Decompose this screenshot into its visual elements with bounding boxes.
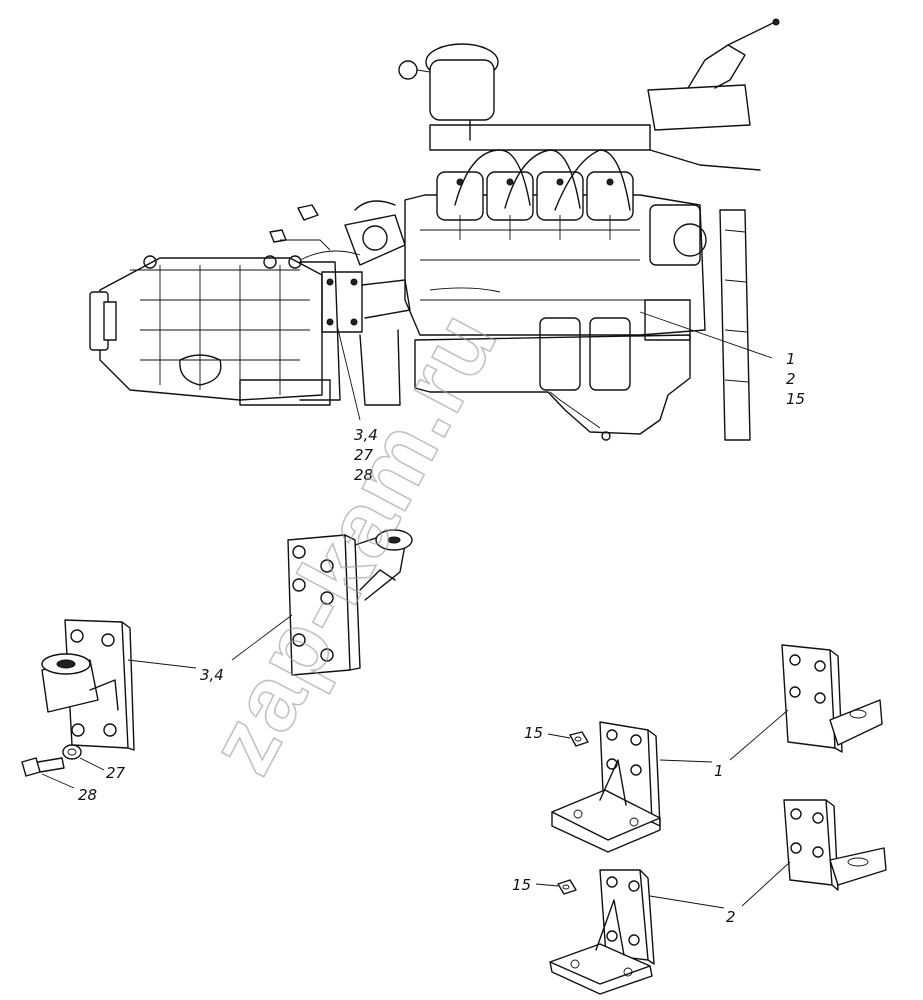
leader-bracket-1b	[729, 709, 789, 761]
label-bracket-1: 1	[714, 762, 724, 780]
callout-engine-left-3: 28	[354, 466, 373, 484]
leader-bolt	[41, 773, 75, 789]
label-bracket-rear: 3,4	[200, 666, 224, 684]
callout-engine-left-2: 27	[354, 446, 374, 464]
left-cushion-bracket	[41, 619, 135, 751]
label-bracket-2: 2	[726, 908, 736, 926]
washer-27	[62, 744, 82, 760]
callout-engine-right-2: 2	[786, 370, 796, 388]
front-bracket-2	[549, 799, 887, 995]
front-bracket-1	[551, 644, 883, 853]
label-nut-lower: 15	[512, 876, 531, 894]
leader-washer	[79, 757, 105, 771]
label-nut-upper: 15	[524, 724, 543, 742]
engine-assembly	[89, 18, 780, 441]
nut-15-lower	[557, 879, 577, 895]
leader-engine-right	[639, 311, 773, 359]
leader-nut-upper	[547, 733, 571, 739]
bolt-28	[21, 757, 65, 777]
callout-engine-right-3: 15	[786, 390, 805, 408]
leader-bracket-2b	[741, 861, 791, 907]
rear-bracket-assembly	[287, 529, 413, 676]
leader-bracket-2a	[649, 895, 725, 909]
leader-bracket-1a	[659, 759, 713, 763]
label-bolt: 28	[78, 786, 97, 804]
leader-engine-left	[336, 324, 361, 421]
nut-15-upper	[569, 731, 589, 747]
leader-nut-lower	[535, 883, 559, 887]
callout-engine-left-1: 3,4	[354, 426, 378, 444]
label-washer: 27	[106, 764, 126, 782]
leader-bracket-rear-2	[231, 614, 293, 661]
watermark: zap-kam.ru	[190, 295, 517, 789]
callout-engine-right-1: 1	[786, 350, 796, 368]
leader-bracket-rear	[127, 659, 197, 669]
